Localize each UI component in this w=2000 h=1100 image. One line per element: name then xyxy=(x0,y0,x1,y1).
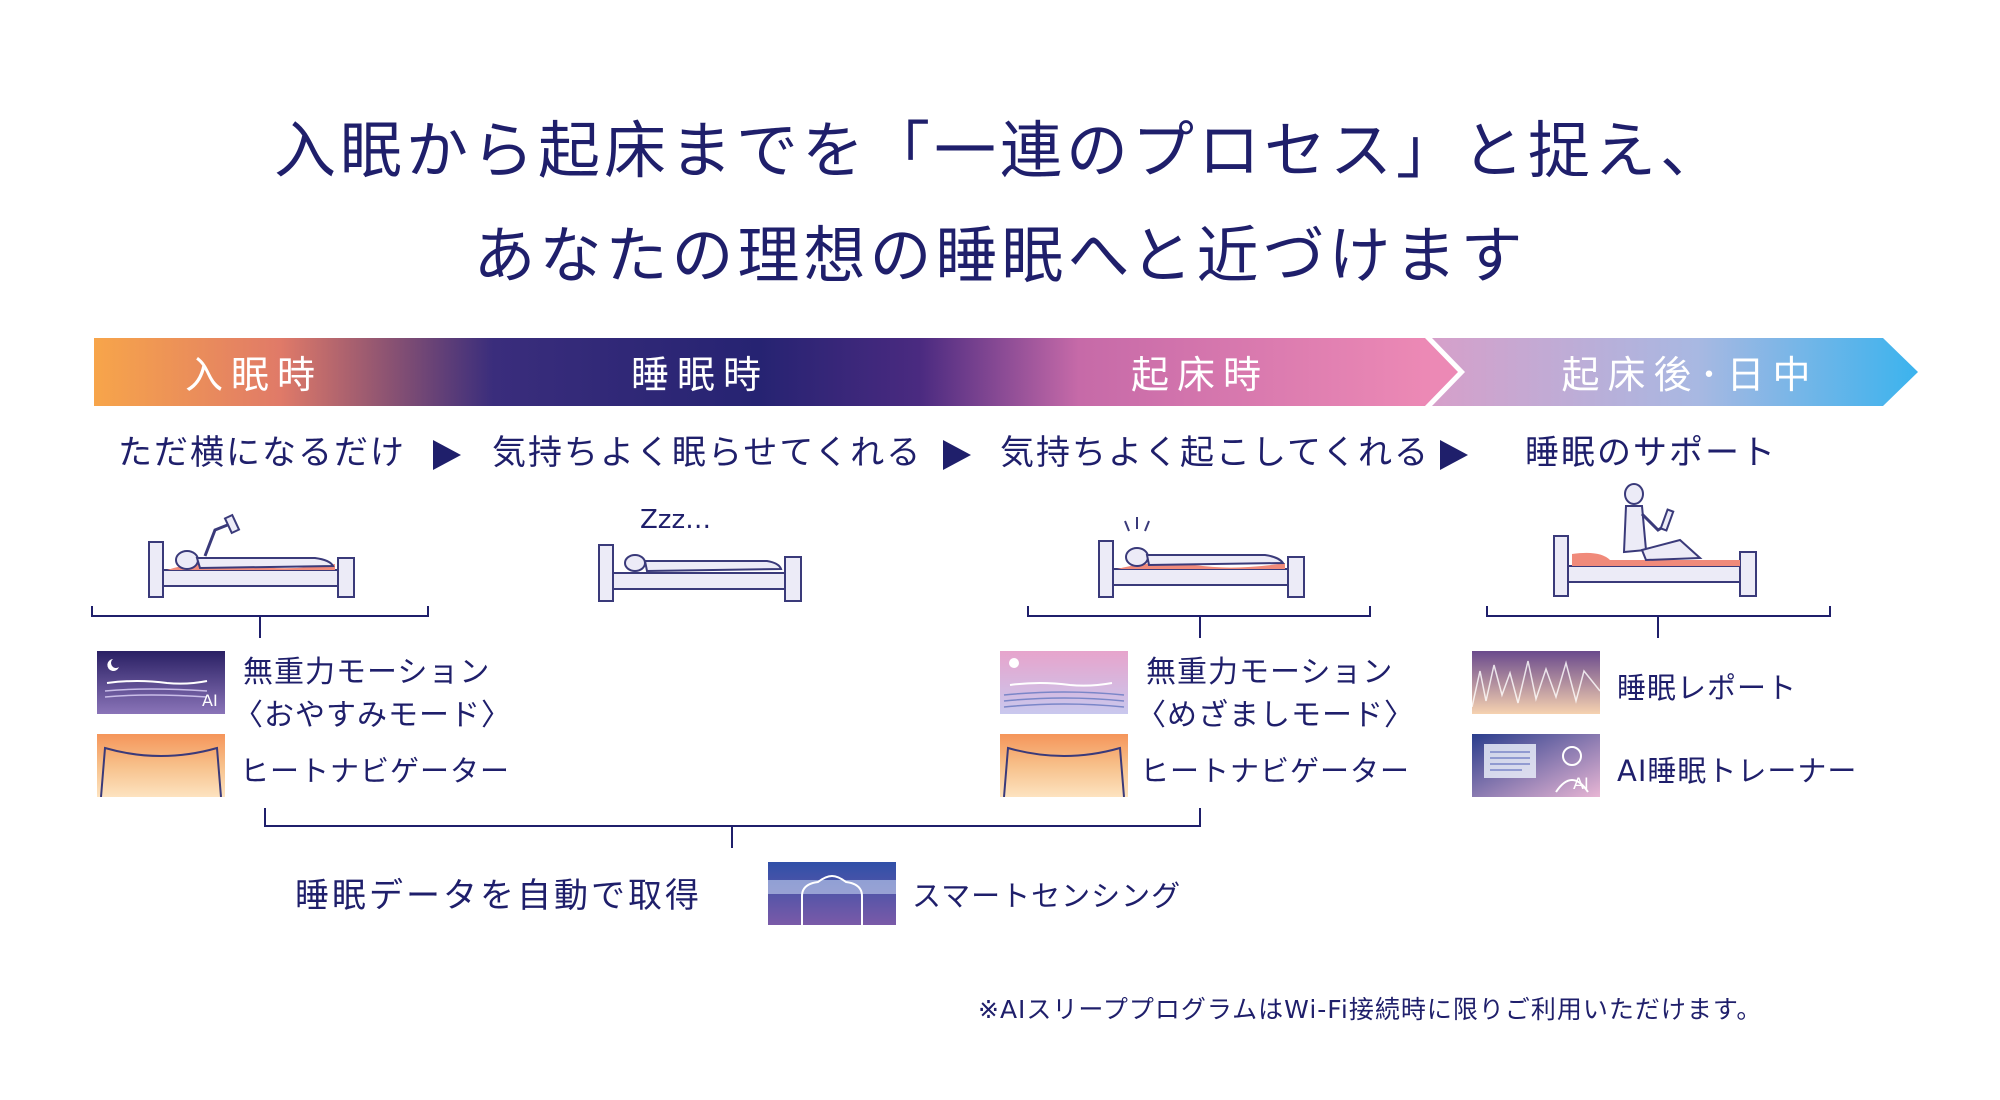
zero-gravity-morning-thumbnail xyxy=(1000,651,1128,714)
feature-ai-trainer: AI睡眠トレーナー xyxy=(1617,748,1857,790)
feature-zero-gravity-label-2: 無重力モーション xyxy=(1146,647,1393,691)
ai-badge-trainer: AI xyxy=(1573,774,1589,793)
heat-navigator-thumbnail-2 xyxy=(1000,734,1128,797)
feature-zero-gravity-label-1: 無重力モーション xyxy=(243,647,490,691)
footnote: ※AIスリーププログラムはWi-Fi接続時に限りご利用いただけます。 xyxy=(978,990,1762,1026)
bracket-waking xyxy=(1028,606,1370,616)
smart-sensing-thumbnail xyxy=(768,862,896,925)
heat-navigator-thumbnail-1 xyxy=(97,734,225,797)
feature-sleep-report: 睡眠レポート xyxy=(1617,665,1797,707)
bracket-sleep-onset xyxy=(92,606,428,616)
feature-zero-gravity-mode-1: 〈おやすみモード〉 xyxy=(233,690,512,734)
feature-heat-navigator-1: ヒートナビゲーター xyxy=(240,748,510,790)
ai-badge-night: AI xyxy=(202,691,218,710)
bracket-after-wake xyxy=(1487,606,1830,616)
sensing-label: 睡眠データを自動で取得 xyxy=(295,868,702,917)
feature-zero-gravity-mode-2: 〈めざましモード〉 xyxy=(1136,690,1415,734)
bracket-sensing xyxy=(265,808,1200,826)
feature-smart-sensing: スマートセンシング xyxy=(912,873,1181,915)
sleep-report-thumbnail xyxy=(1472,651,1600,714)
feature-heat-navigator-2: ヒートナビゲーター xyxy=(1140,748,1410,790)
